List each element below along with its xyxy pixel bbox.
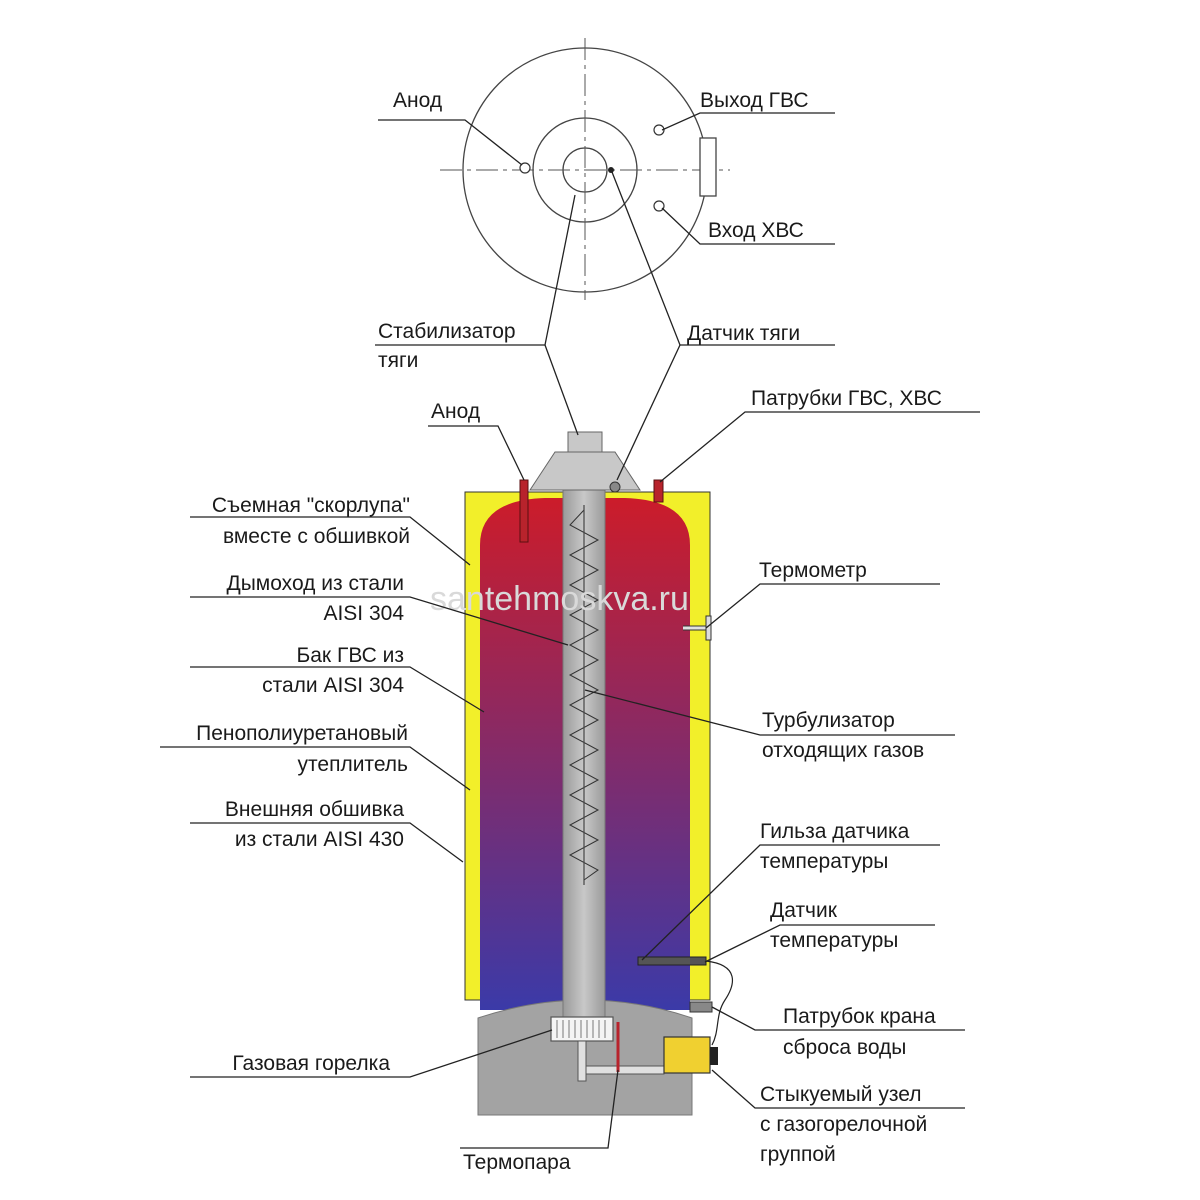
- label-thermometer: Термометр: [759, 559, 867, 582]
- label-sleeve-2: температуры: [760, 850, 888, 873]
- label-anode: Анод: [431, 400, 480, 423]
- label-tank-1: Бак ГВС из: [296, 644, 404, 667]
- label-temp-sensor-1: Датчик: [770, 899, 838, 922]
- burner-riser: [577, 1040, 587, 1082]
- label-thermocouple: Термопара: [463, 1151, 571, 1174]
- watermark: santehmoskva.ru: [430, 580, 689, 618]
- leader-lines: [160, 112, 980, 1149]
- sensor-sleeve: [637, 956, 707, 966]
- label-shell-2: вместе с обшивкой: [223, 525, 410, 548]
- label-burner: Газовая горелка: [232, 1052, 390, 1075]
- label-cold-in: Вход ХВС: [708, 219, 804, 242]
- heater-body: [464, 431, 733, 1116]
- draft-stabilizer-top: [567, 431, 603, 455]
- gas-control-knob: [710, 1047, 718, 1065]
- gas-line: [585, 1065, 665, 1075]
- gas-burner: [550, 1016, 614, 1042]
- label-flue-1: Дымоход из стали: [226, 572, 404, 595]
- label-hot-out: Выход ГВС: [700, 89, 809, 112]
- label-foam-2: утеплитель: [298, 753, 409, 776]
- label-shell-1: Съемная "скорлупа": [212, 494, 410, 517]
- gas-control-unit: [663, 1036, 711, 1074]
- label-turbulizer-1: Турбулизатор: [762, 709, 895, 732]
- label-draft-stabilizer-1: Стабилизатор: [378, 320, 516, 343]
- label-drain-2: сброса воды: [783, 1036, 906, 1059]
- label-gas-unit-2: с газогорелочной: [760, 1113, 927, 1136]
- sensor-wire: [705, 960, 733, 1046]
- label-turbulizer-2: отходящих газов: [762, 739, 924, 762]
- label-draft-sensor: Датчик тяги: [687, 322, 800, 345]
- anode-rod: [519, 479, 529, 543]
- drain-pipe: [689, 1001, 713, 1013]
- draft-sensor: [609, 481, 621, 493]
- label-pipes: Патрубки ГВС, ХВС: [751, 387, 942, 410]
- label-flue-2: AISI 304: [323, 602, 404, 625]
- draft-stabilizer-hood: [529, 451, 641, 491]
- draft-sensor-point: [608, 167, 614, 173]
- label-outer-1: Внешняя обшивка: [225, 798, 404, 821]
- label-gas-unit-3: группой: [760, 1143, 836, 1166]
- label-drain-1: Патрубок крана: [783, 1005, 936, 1028]
- label-gas-unit-1: Стыкуемый узел: [760, 1083, 921, 1106]
- hot-cold-pipe: [653, 479, 664, 503]
- label-top-anode: Анод: [393, 89, 442, 112]
- label-foam-1: Пенополиуретановый: [196, 722, 408, 745]
- label-sleeve-1: Гильза датчика: [760, 820, 910, 843]
- anode-hole: [519, 162, 531, 174]
- top-view: [440, 38, 730, 300]
- label-tank-2: стали AISI 304: [262, 674, 404, 697]
- label-draft-stabilizer-2: тяги: [378, 349, 418, 372]
- cold-in-hole: [653, 200, 665, 212]
- labels: Анод Выход ГВС Вход ХВС Стабилизатор тяг…: [196, 89, 942, 1174]
- top-view-side-box: [699, 137, 717, 197]
- label-temp-sensor-2: температуры: [770, 929, 898, 952]
- hot-out-hole: [653, 124, 665, 136]
- label-outer-2: из стали AISI 430: [235, 828, 404, 851]
